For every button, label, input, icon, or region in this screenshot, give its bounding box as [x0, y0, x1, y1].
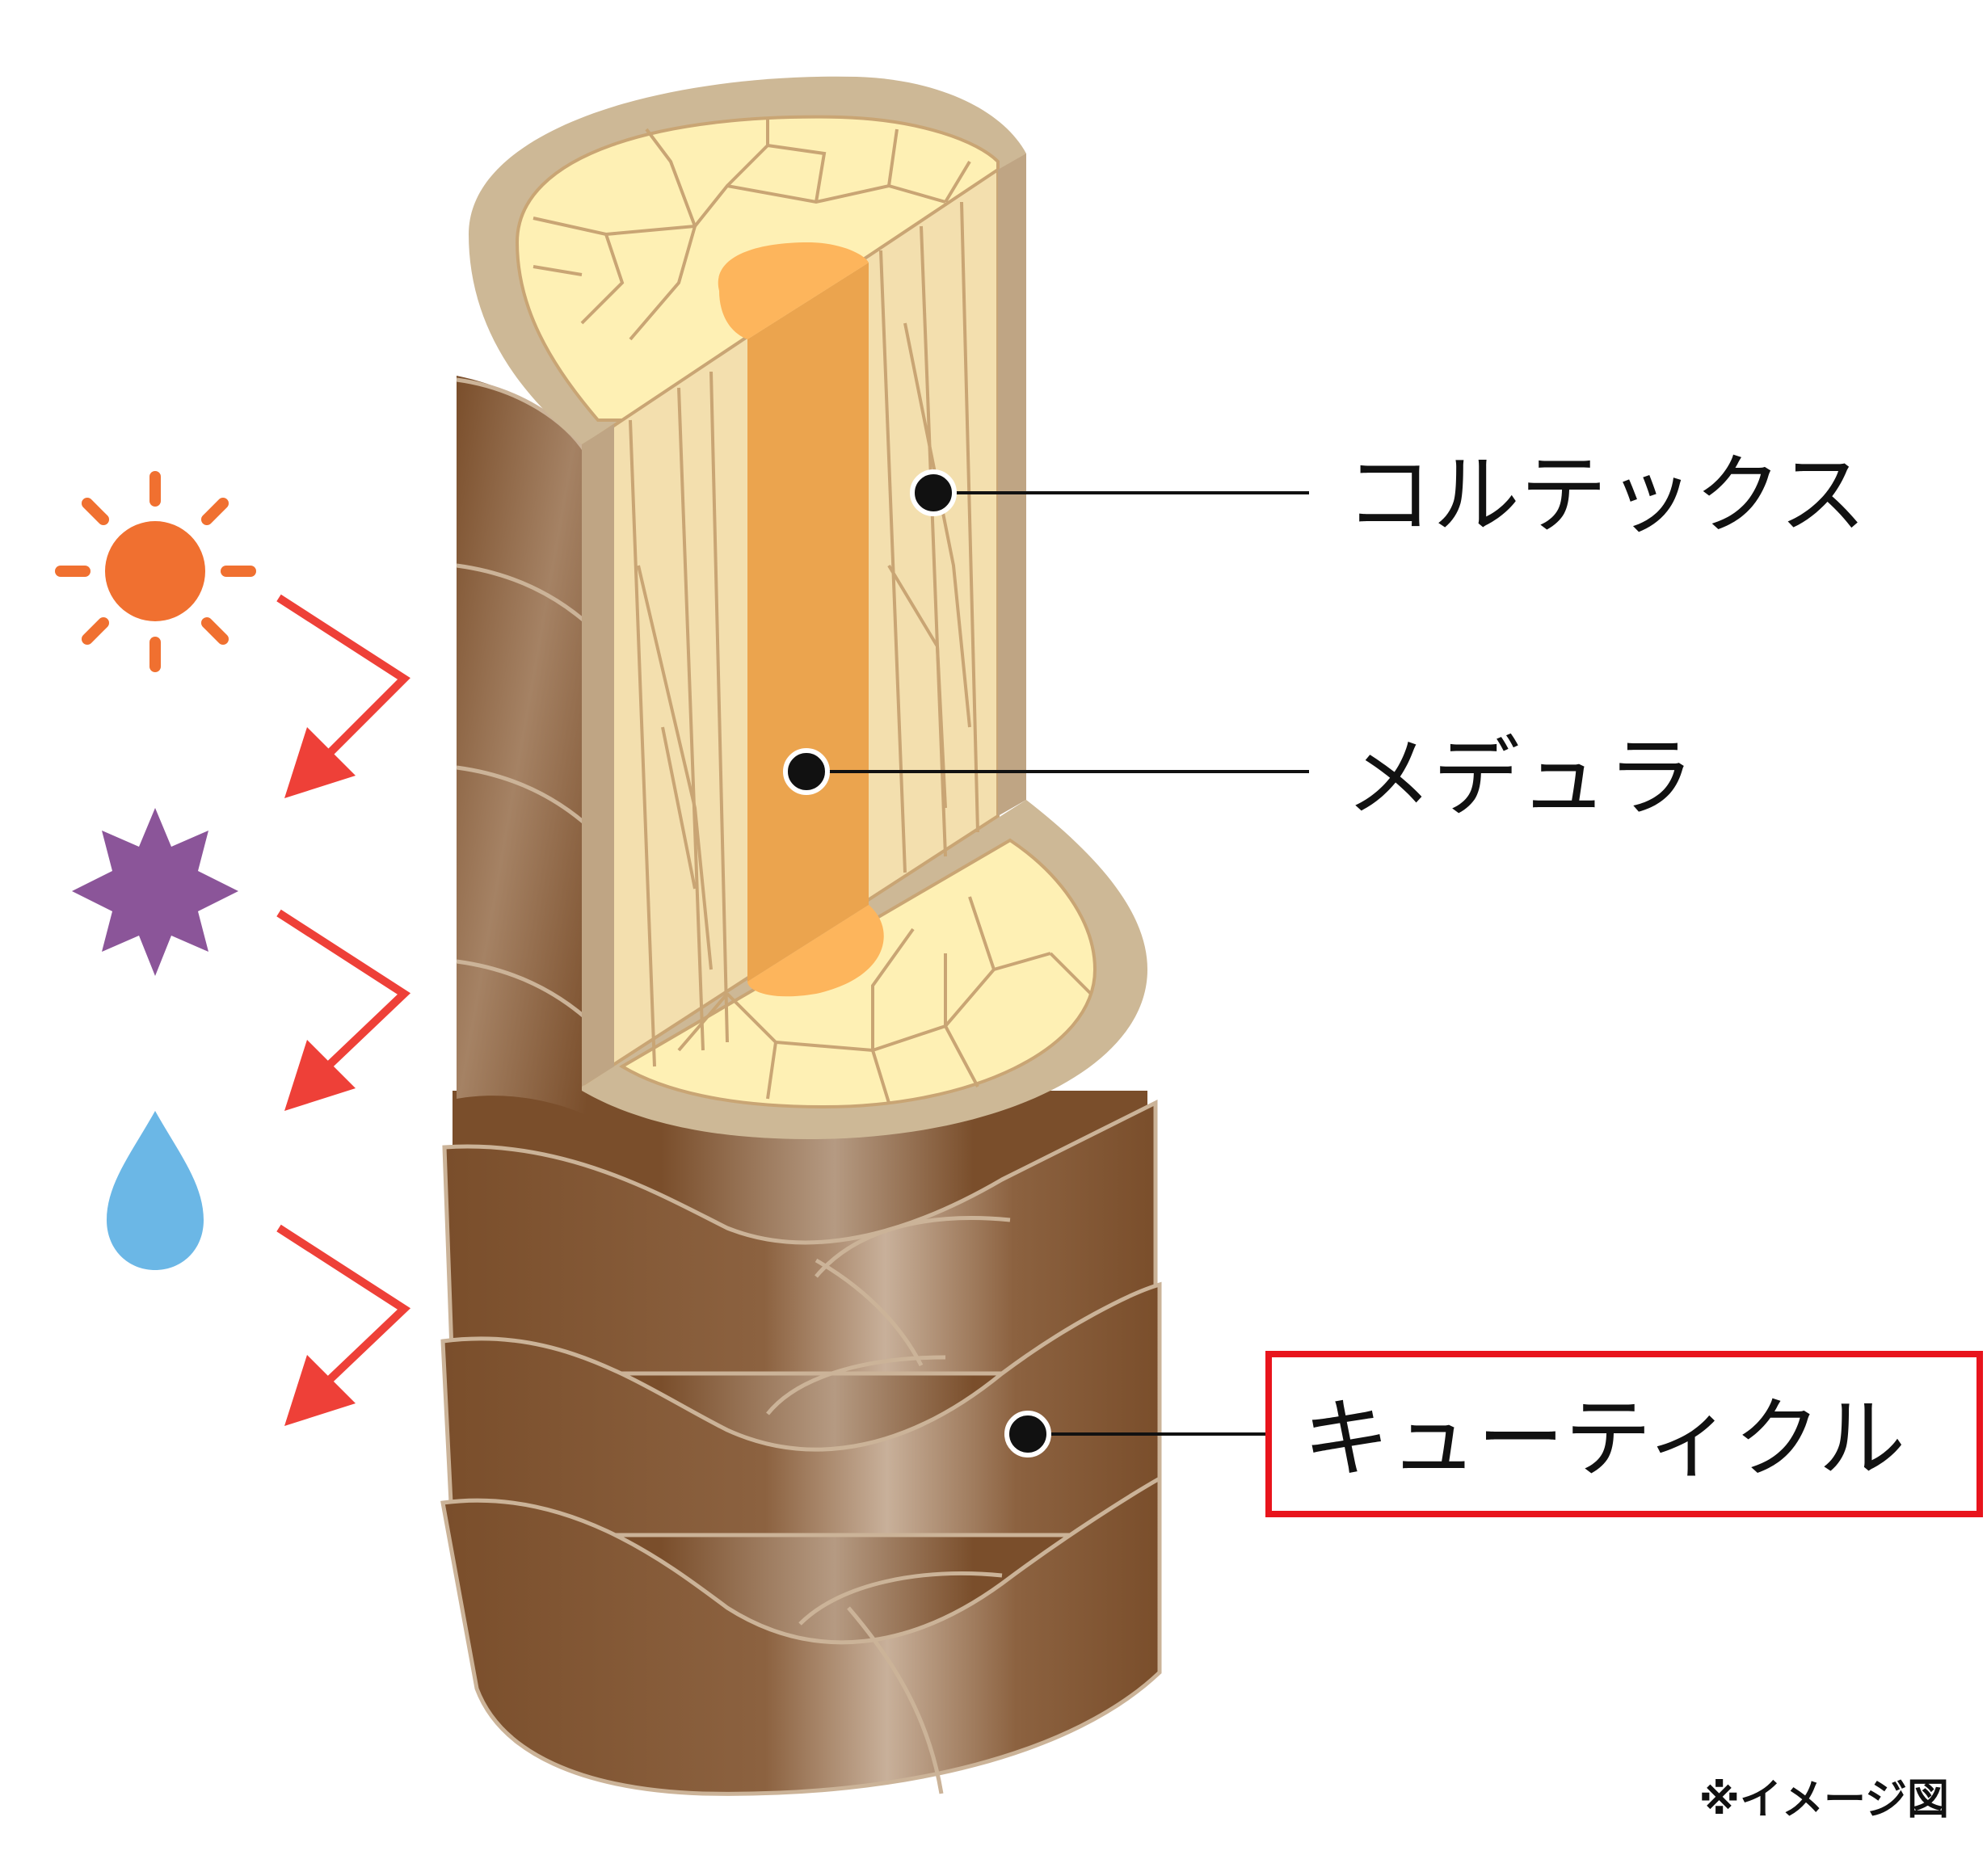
shaft-left-edge — [582, 424, 614, 1087]
medulla-column — [747, 263, 869, 982]
arrow-sun — [279, 598, 404, 798]
hair-shaft — [443, 77, 1160, 1794]
arrow-star — [279, 913, 404, 1111]
arrows — [279, 598, 404, 1426]
arrow-drop — [279, 1228, 404, 1426]
cortex-marker-dot — [912, 472, 954, 514]
cuticle-label: キューティクル — [1303, 1389, 1905, 1490]
medulla-label: メデュラ — [1345, 728, 1694, 829]
image-note: ※イメージ図 — [1699, 1776, 1949, 1824]
shaft-right-edge — [998, 154, 1026, 816]
sun-icon — [61, 477, 250, 667]
star-icon — [72, 808, 238, 976]
medulla-marker-dot — [785, 751, 827, 793]
cuticle-marker-dot — [1007, 1413, 1049, 1455]
cortex-label: コルテックス — [1345, 445, 1867, 546]
water-drop-icon — [107, 1111, 204, 1270]
